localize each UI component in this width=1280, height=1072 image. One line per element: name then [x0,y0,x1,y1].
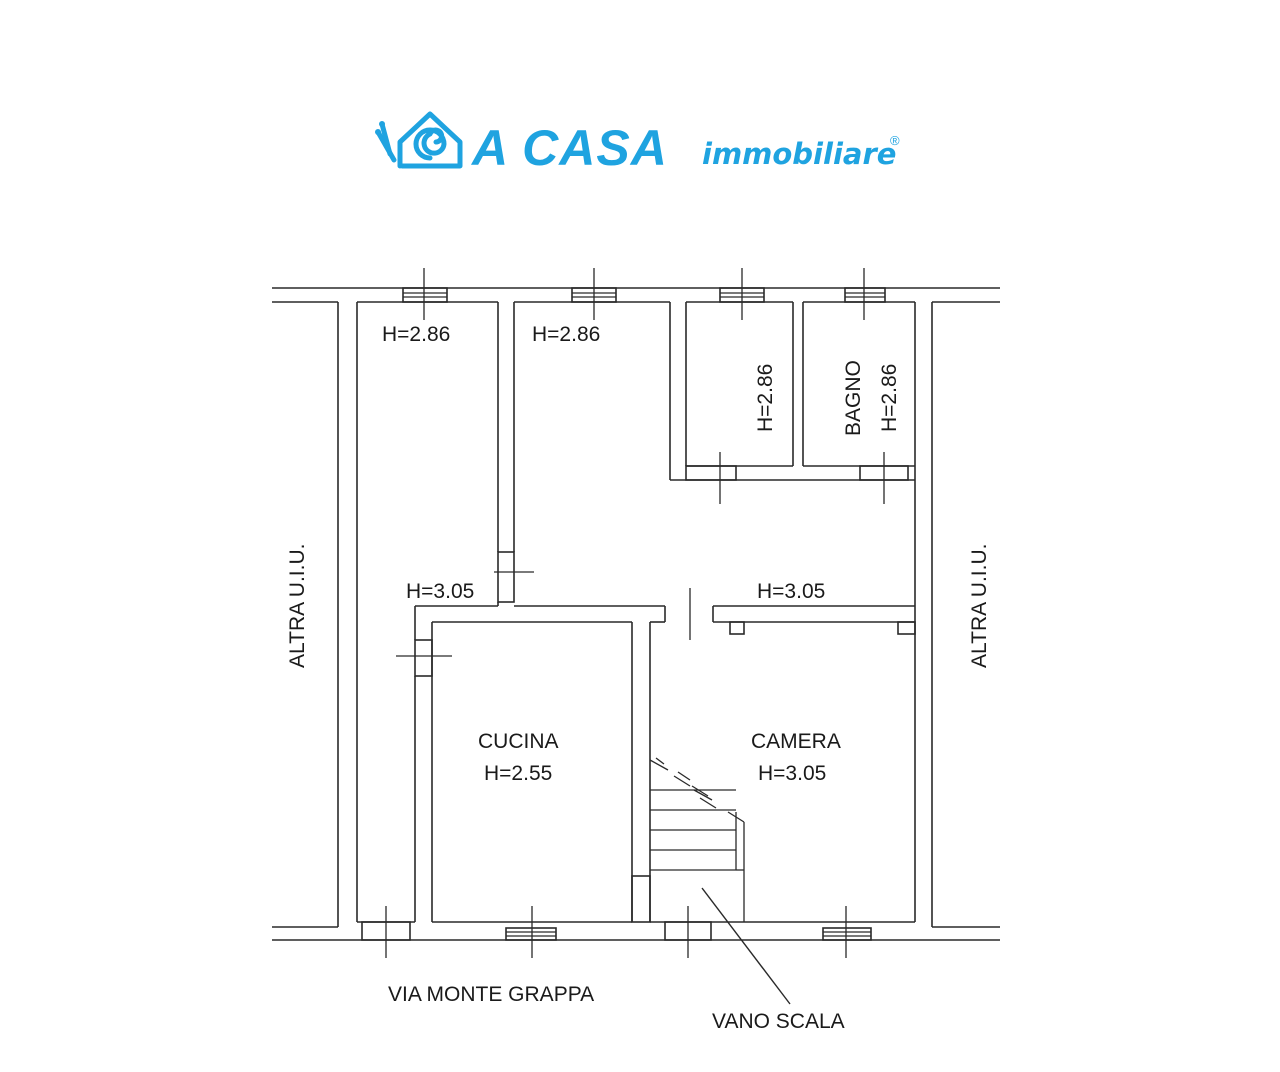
room-bagno: BAGNO [842,360,865,436]
logo-subtitle: immobiliare [702,137,897,171]
label-altra-right: ALTRA U.I.U. [968,544,991,668]
label-street: VIA MONTE GRAPPA [388,983,594,1006]
room-camera: CAMERA [751,730,841,753]
label-altra-left: ALTRA U.I.U. [286,544,309,668]
height-bagno: H=2.86 [878,364,901,432]
snail-house-icon [375,111,463,169]
plan-labels: H=2.86 H=2.86 H=2.86 BAGNO H=2.86 H=3.05… [286,323,991,1033]
height-camera: H=3.05 [758,762,826,785]
registered-mark: ® [890,133,900,148]
height-top-middle: H=2.86 [532,323,600,346]
height-corridor-right: H=3.05 [757,580,825,603]
height-small-room: H=2.86 [754,364,777,432]
height-top-left: H=2.86 [382,323,450,346]
room-cucina: CUCINA [478,730,559,753]
walls [272,287,1000,941]
crosshair-marks [385,268,885,958]
height-corridor-left: H=3.05 [406,580,474,603]
logo: A CASA immobiliare ® [372,104,912,184]
stair-pointer [701,887,791,1005]
height-cucina: H=2.55 [484,762,552,785]
window-marks [403,292,885,937]
label-stair: VANO SCALA [712,1010,845,1033]
stairs [649,757,745,922]
logo-brand: A CASA [472,120,668,176]
